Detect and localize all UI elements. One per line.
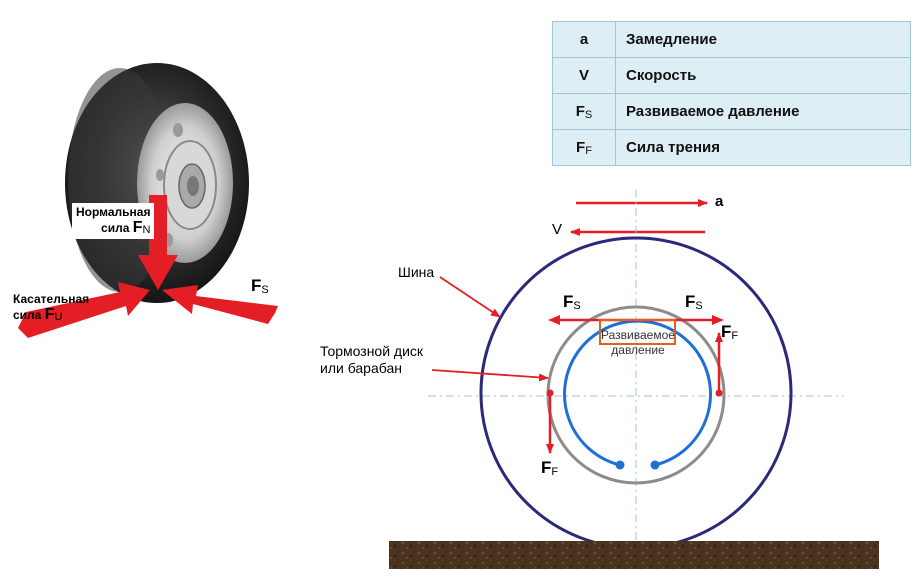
shoe-pivot-right <box>650 460 660 470</box>
tangential-force-label: Касательная сила FU <box>13 292 90 323</box>
fs-left-head <box>548 315 560 325</box>
ff-right-label: FF <box>721 322 739 342</box>
ground-strip <box>389 541 879 569</box>
left-force-arrows <box>18 195 278 338</box>
pressure-box <box>599 319 676 345</box>
velocity-label: V <box>552 221 563 238</box>
tangential-force-arrow <box>18 282 150 338</box>
legend-description: Развиваемое давление <box>615 93 911 130</box>
fs-right-label: FS <box>685 292 703 312</box>
brake-drum-label: Тормозной диск или барабан <box>320 343 424 376</box>
shoe-pivot-left <box>615 460 625 470</box>
fs-left-label: FS <box>563 292 581 312</box>
left-fs-label: FS <box>251 276 269 296</box>
legend-description: Скорость <box>615 57 911 94</box>
fs-right-head <box>712 315 724 325</box>
ff-left-label: FF <box>541 458 559 478</box>
pressure-force-arrow <box>162 285 278 324</box>
legend-symbol: V <box>552 57 616 94</box>
legend-table: a Замедление V Скорость FS Развиваемое д… <box>552 21 911 166</box>
tire-label: Шина <box>398 264 435 280</box>
legend-symbol: FF <box>552 129 616 166</box>
legend-symbol: a <box>552 21 616 58</box>
normal-force-arrow <box>138 195 178 290</box>
legend-row: V Скорость <box>552 57 911 94</box>
drum-pointer <box>431 369 549 382</box>
normal-force-label: Нормальная сила FN <box>72 203 155 239</box>
legend-symbol: FS <box>552 93 616 130</box>
legend-row: a Замедление <box>552 21 911 58</box>
legend-description: Замедление <box>615 21 911 58</box>
legend-row: FS Развиваемое давление <box>552 93 911 130</box>
legend-row: FF Сила трения <box>552 129 911 166</box>
legend-description: Сила трения <box>615 129 911 166</box>
accel-label: a <box>715 193 724 210</box>
tire-pointer <box>439 276 501 318</box>
pressure-label: Развиваемое давление <box>601 328 675 357</box>
